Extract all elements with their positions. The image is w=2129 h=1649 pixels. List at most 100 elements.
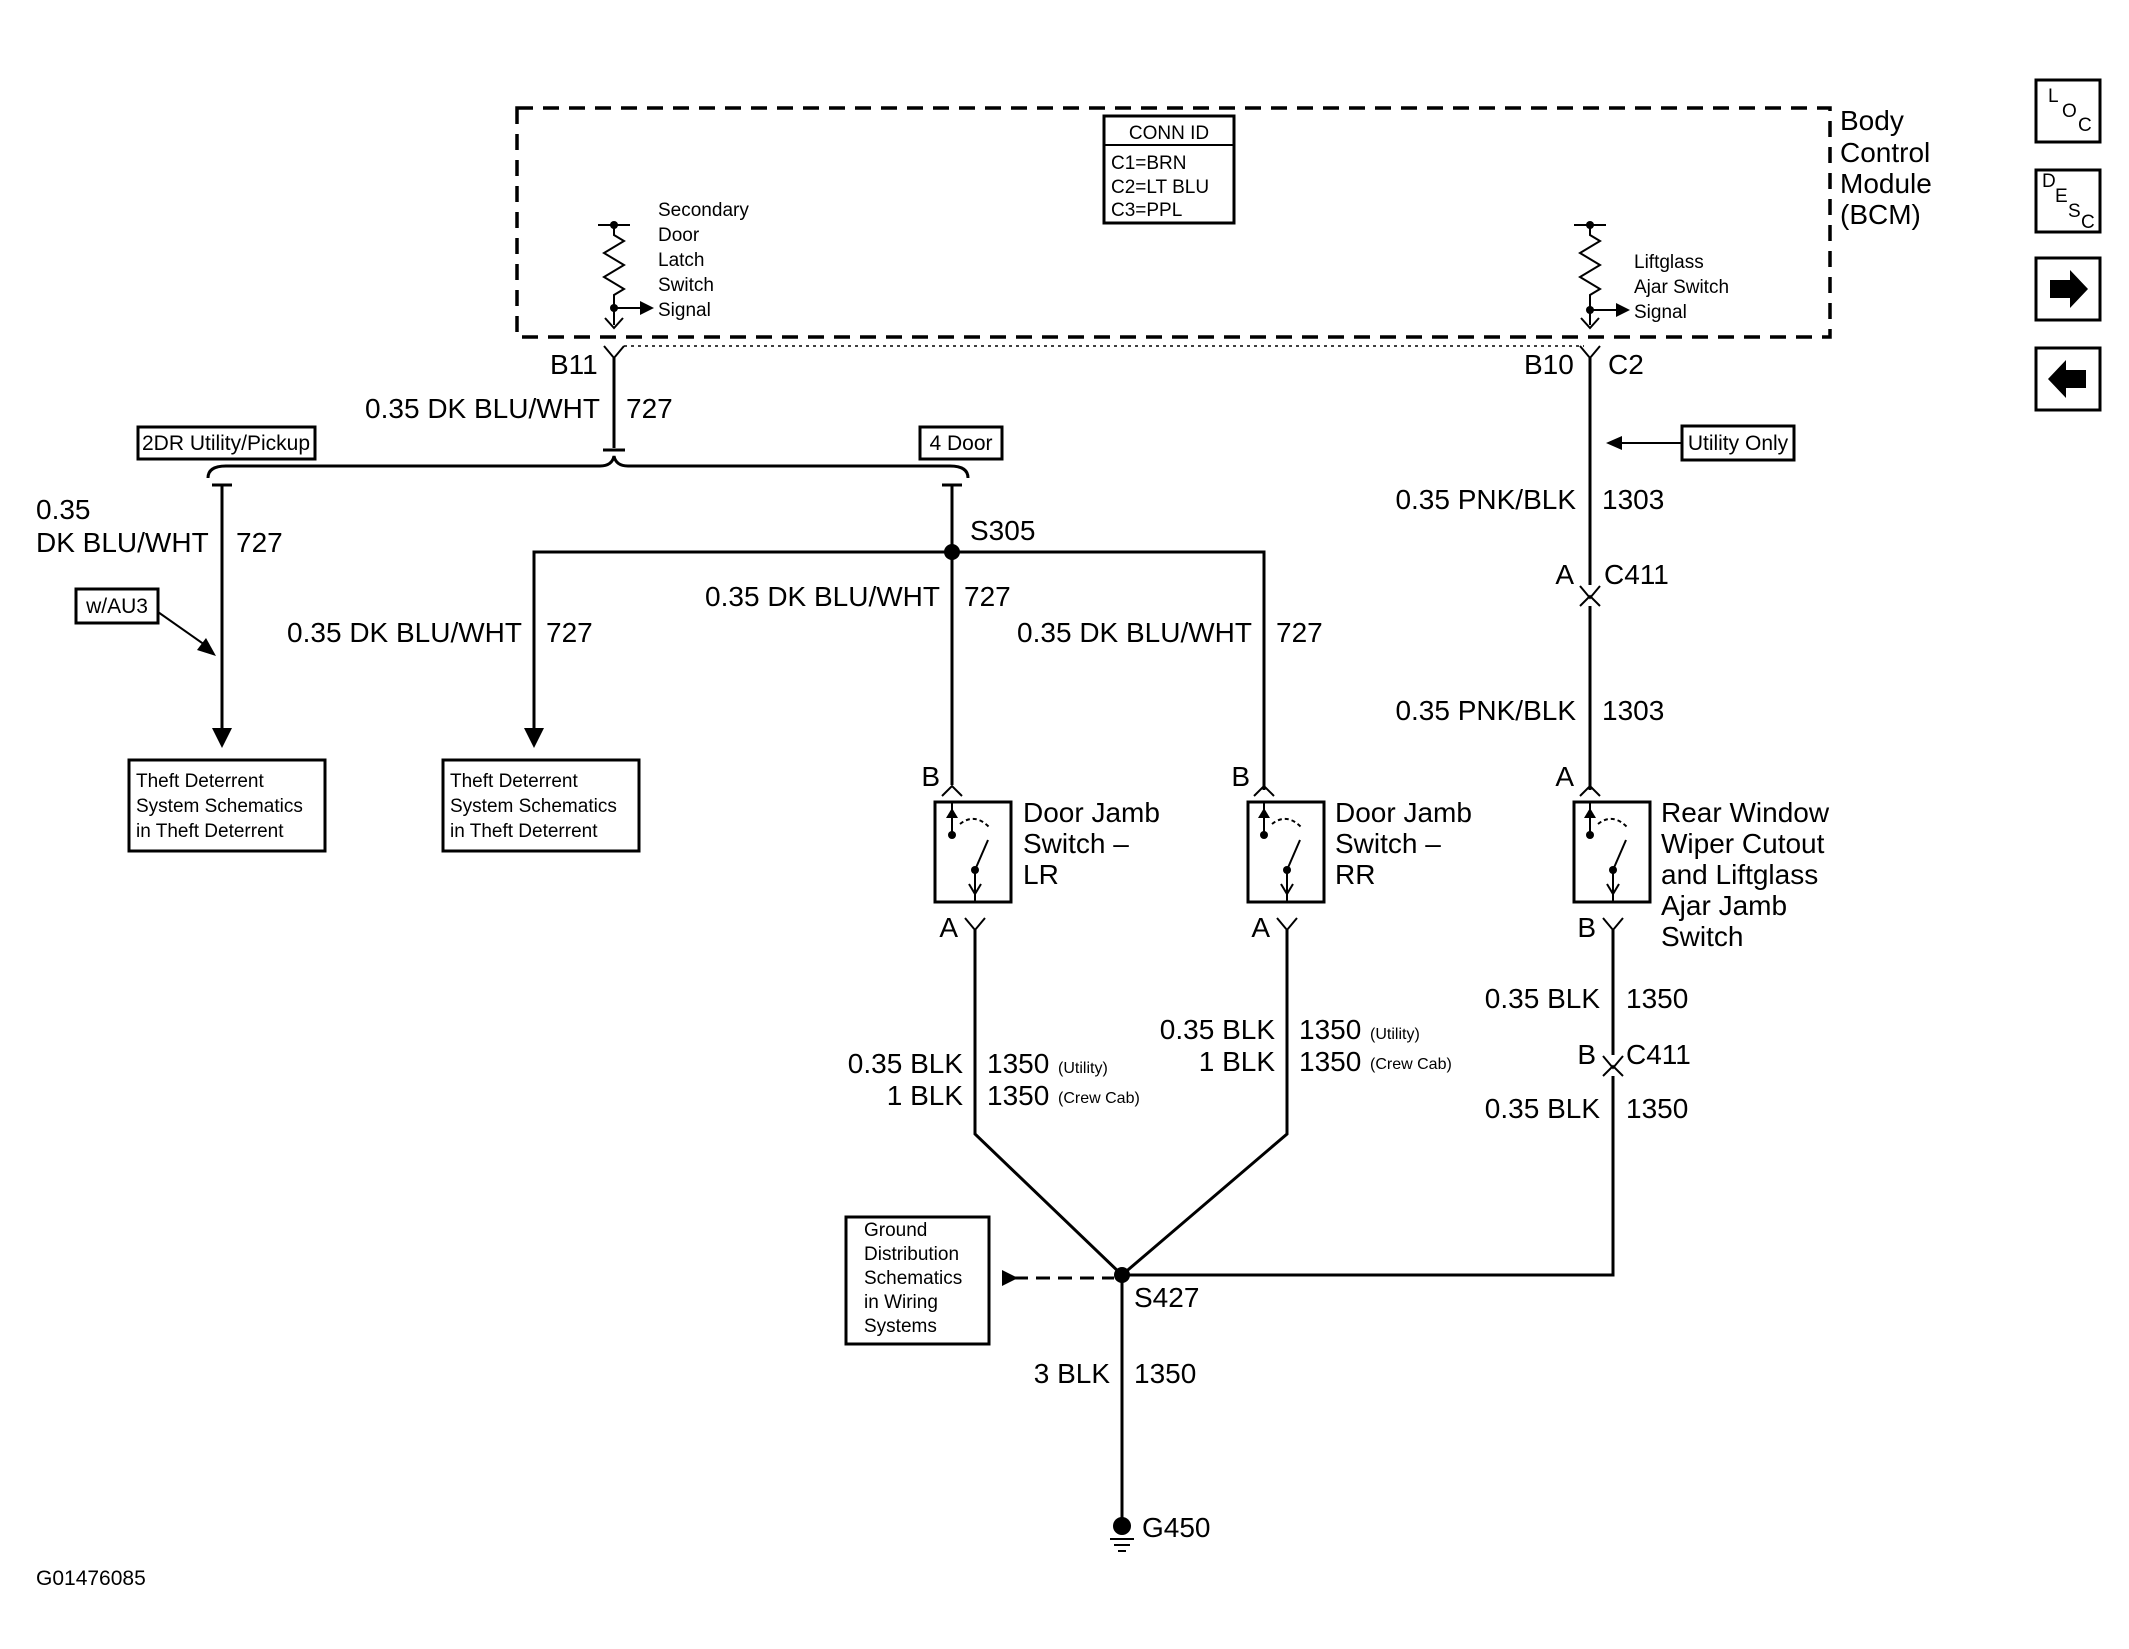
next-page-button[interactable] (2034, 256, 2102, 322)
wire-727-circuit-label: 727 (1276, 617, 1323, 648)
wire-1350-circuit-label: 1350 (1134, 1358, 1196, 1389)
option-label: 2DR Utility/Pickup (142, 432, 310, 455)
nav-letter: C (2081, 212, 2095, 233)
switch-label-line: Switch – (1023, 828, 1129, 859)
reference-line: in Theft Deterrent (450, 821, 598, 842)
reference-line: Theft Deterrent (136, 771, 264, 792)
nav-letter: C (2078, 115, 2092, 136)
pin-symbol (964, 917, 986, 932)
conn-id-header: CONN ID (1129, 123, 1209, 144)
conn-id-line: C3=PPL (1111, 200, 1182, 221)
reference-line: Schematics (864, 1268, 962, 1289)
wire-727-bus (532, 550, 1266, 790)
conn-id-frame (1102, 114, 1236, 225)
option-4-door-tag: 4 Door (918, 425, 1004, 461)
nav-letter: D (2042, 171, 2056, 192)
switch-label-line: Door Jamb (1023, 797, 1160, 828)
pin-c2-label: C2 (1608, 349, 1644, 380)
wire-727-circuit-label: 727 (964, 581, 1011, 612)
arrow-down-icon (212, 728, 232, 748)
bcm-title-line: Control (1840, 137, 1930, 168)
signal-label-line: Latch (658, 250, 704, 271)
wire-1350-color-label: 0.35 BLK (1160, 1014, 1276, 1045)
conn-id-line: C1=BRN (1111, 153, 1187, 174)
wire-1303-color-label: 0.35 PNK/BLK (1395, 695, 1576, 726)
wau3-pointer-line (157, 611, 206, 646)
connector-pin-b: B (1577, 1039, 1596, 1070)
pin-symbol (1579, 784, 1601, 797)
switch-label-line: Rear Window (1661, 797, 1830, 828)
wire-1350-circuit-label: 1350 (1299, 1014, 1361, 1045)
nav-letter: O (2062, 101, 2077, 122)
wire-1350-color-label: 0.35 BLK (848, 1048, 964, 1079)
pin-b11-symbol (603, 345, 625, 360)
switch-label-line: Switch (1661, 921, 1743, 952)
door-jamb-switch-rr-label: Door Jamb Switch – RR (1335, 797, 1472, 890)
option-bracket (206, 455, 970, 479)
wire-1350-circuit-label: 1350 (1626, 983, 1688, 1014)
wire-727-color-label: 0.35 DK BLU/WHT (365, 393, 600, 424)
description-button[interactable]: D E S C (2034, 168, 2102, 234)
option-label: 4 Door (929, 432, 992, 455)
theft-deterrent-reference-center: Theft Deterrent System Schematics in The… (441, 758, 641, 853)
secondary-door-latch-resistor (598, 221, 654, 330)
option-label: Utility Only (1688, 432, 1789, 455)
switch-label-line: and Liftglass (1661, 859, 1818, 890)
wire-1350-crew-note: (Crew Cab) (1370, 1056, 1452, 1073)
pin-b10-symbol (1579, 345, 1601, 360)
arrow-icon (197, 638, 216, 656)
door-jamb-switch-lr-label: Door Jamb Switch – LR (1023, 797, 1160, 890)
connector-pin-b: B (921, 761, 940, 792)
reference-line: System Schematics (136, 796, 303, 817)
arrow-right-icon (2050, 270, 2088, 308)
connector-c411-symbol (1602, 1055, 1624, 1070)
door-jamb-switch-lr (933, 800, 1013, 904)
pin-b11-label: B11 (550, 349, 598, 380)
figure-id: G01476085 (36, 1567, 146, 1590)
connector-pin-b: B (1231, 761, 1250, 792)
conn-id-box: CONN ID C1=BRN C2=LT BLU C3=PPL (1102, 114, 1236, 225)
signal-label-line: Switch (658, 275, 714, 296)
wire-1350-circuit-label: 1350 (987, 1048, 1049, 1079)
option-wau3-tag: w/AU3 (74, 587, 160, 625)
wire-727-left-color: DK BLU/WHT (36, 527, 209, 558)
bcm-title: Body Control Module (BCM) (1840, 105, 1932, 230)
wire-727-circuit-label: 727 (626, 393, 673, 424)
nav-letter: E (2055, 186, 2068, 207)
nav-letter: L (2048, 86, 2059, 107)
reference-line: Theft Deterrent (450, 771, 578, 792)
location-button[interactable]: L O C (2034, 78, 2102, 144)
switch-label-line: RR (1335, 859, 1375, 890)
connector-c411-label: C411 (1604, 559, 1669, 590)
wire-1350-color-label: 1 BLK (887, 1080, 964, 1111)
wire-1350-lr (973, 930, 1124, 1277)
splice-s305-label: S305 (970, 515, 1035, 546)
switch-label-line: Wiper Cutout (1661, 828, 1825, 859)
liftglass-ajar-signal-label: Liftglass Ajar Switch Signal (1634, 252, 1729, 323)
wire-1350-color-label: 3 BLK (1034, 1358, 1111, 1389)
ground-g450-icon (1110, 1517, 1134, 1552)
wire-1350-circuit-label: 1350 (1299, 1046, 1361, 1077)
connector-pin-a: A (939, 912, 958, 943)
pin-b10-label: B10 (1524, 349, 1574, 380)
arrow-down-icon (524, 728, 544, 748)
wire-727-color-label: 0.35 DK BLU/WHT (705, 581, 940, 612)
pin-symbol (941, 784, 963, 797)
previous-page-button[interactable] (2034, 346, 2102, 412)
ground-distribution-reference: Ground Distribution Schematics in Wiring… (844, 1215, 991, 1346)
wire-1303-color-label: 0.35 PNK/BLK (1395, 484, 1576, 515)
wire-727-color-label: 0.35 DK BLU/WHT (287, 617, 522, 648)
pin-symbol (1253, 784, 1275, 797)
wire-1350-rr (1121, 930, 1289, 1277)
wire-1303-circuit-label: 1303 (1602, 695, 1664, 726)
connector-c411-symbol (1579, 585, 1601, 600)
switch-label-line: Switch – (1335, 828, 1441, 859)
signal-label-line: Signal (1634, 302, 1687, 323)
connector-pin-b: B (1577, 912, 1596, 943)
nav-letter: S (2068, 201, 2081, 222)
splice-s427-label: S427 (1134, 1282, 1199, 1313)
wire-1303-circuit-label: 1303 (1602, 484, 1664, 515)
option-utility-only-tag: Utility Only (1680, 424, 1796, 462)
connector-c411-label: C411 (1626, 1039, 1691, 1070)
connector-pin-a: A (1251, 912, 1270, 943)
